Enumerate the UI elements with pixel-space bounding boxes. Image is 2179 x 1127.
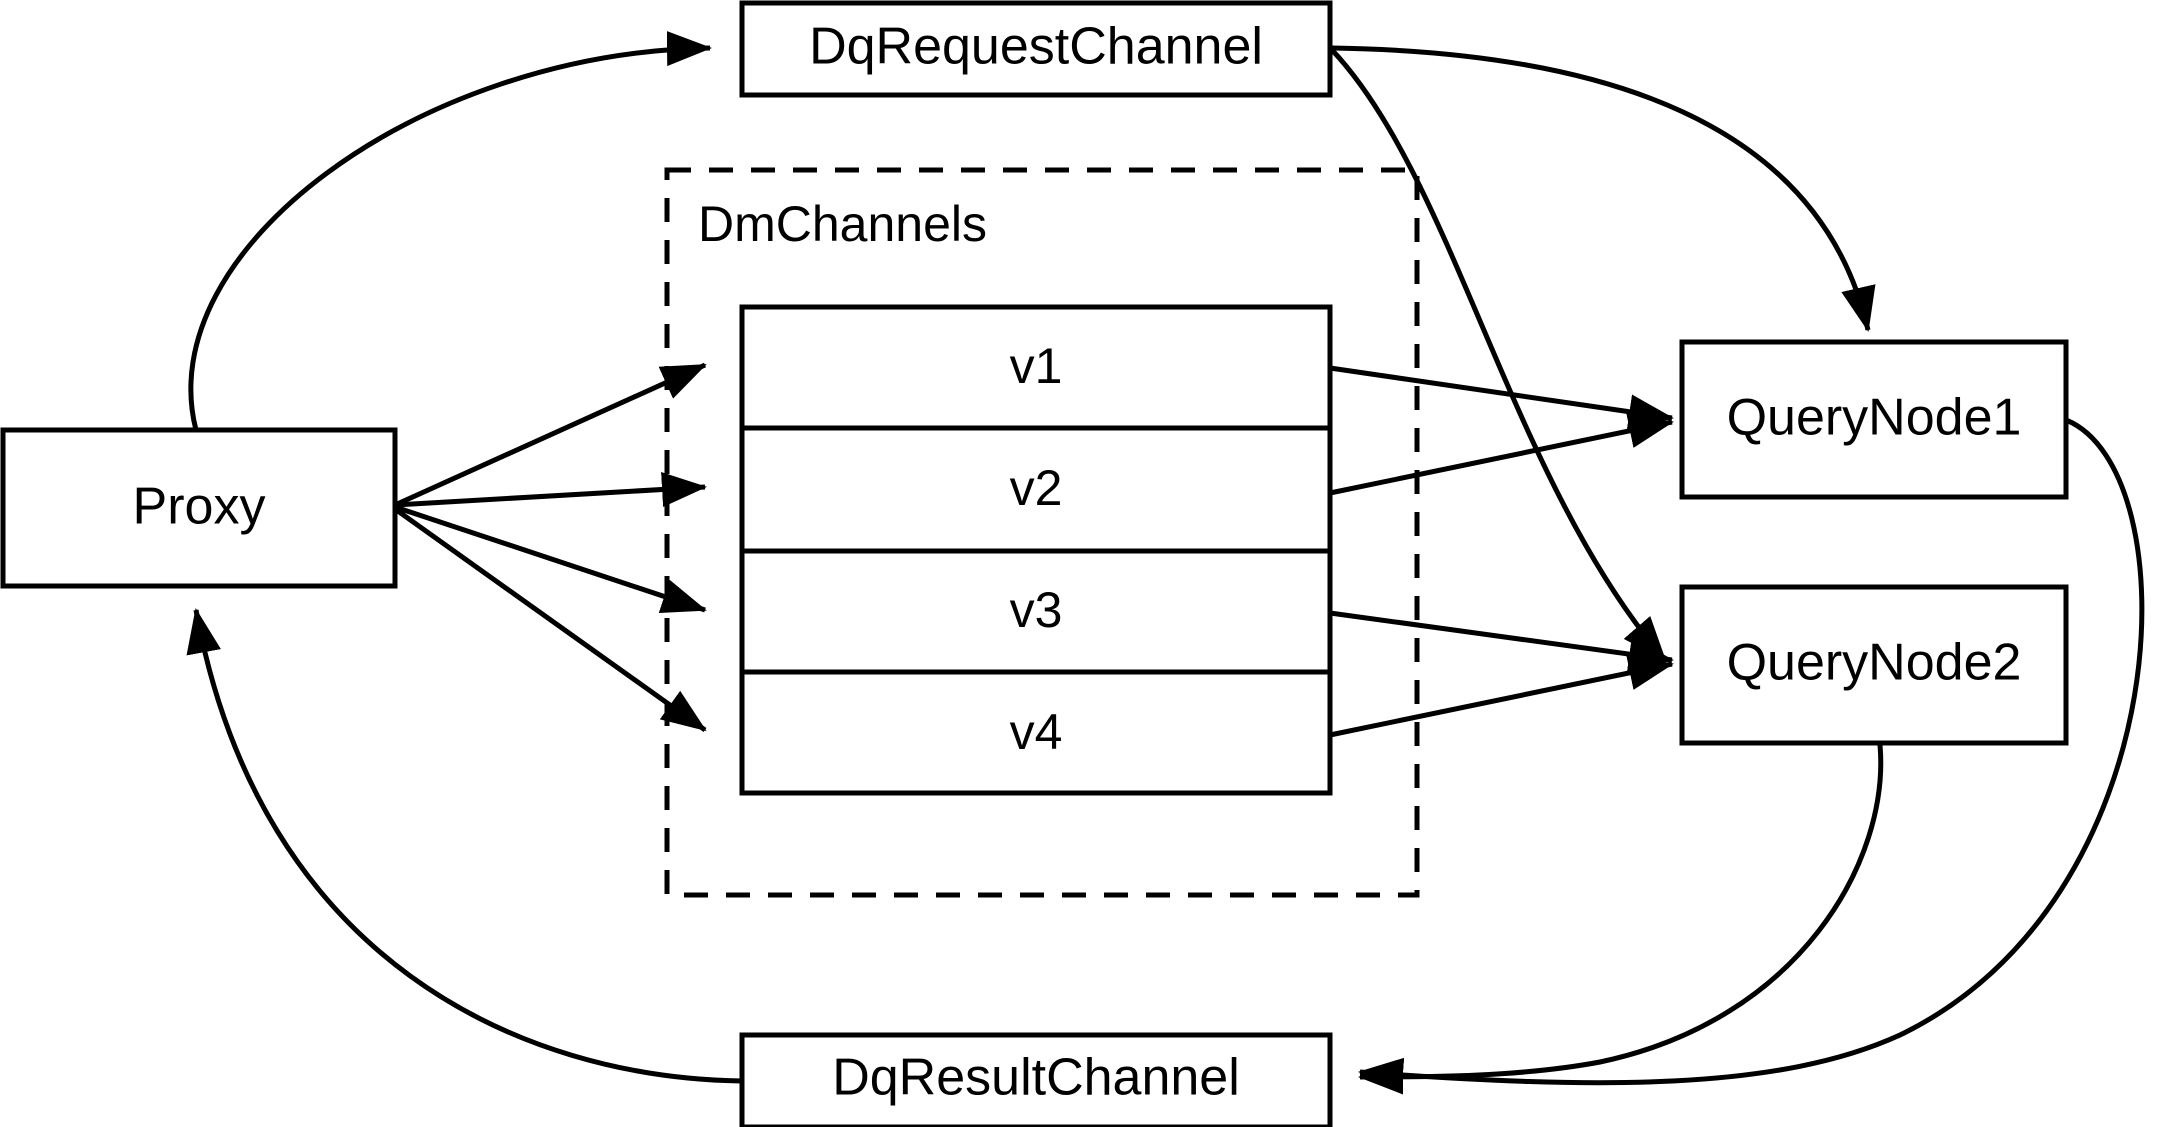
edge-proxy-to-v1 — [393, 362, 707, 508]
querynode1-box[interactable] — [1679, 339, 2069, 500]
dmchannels-group: DmChannels — [664, 167, 1420, 898]
querynode2-box[interactable] — [1679, 584, 2069, 746]
dmchannels-group-border — [664, 167, 1420, 898]
edge-v3-to-querynode2 — [1329, 610, 1674, 672]
dqrequestchannel-label: DqRequestChannel — [809, 18, 1263, 76]
node-querynode2[interactable]: QueryNode2 — [1679, 584, 2069, 746]
node-dqrequestchannel[interactable]: DqRequestChannel — [739, 0, 1333, 98]
dmchannel-row-v4[interactable]: v4 — [1010, 704, 1063, 760]
dmchannel-row-v1[interactable]: v1 — [1010, 338, 1063, 394]
edge-v4-to-querynode2 — [1329, 655, 1674, 738]
edge-v2-to-querynode1 — [1329, 413, 1674, 496]
edge-proxy-to-v3 — [394, 504, 707, 614]
dmchannel-row-v2[interactable]: v2 — [1010, 460, 1063, 516]
node-querynode1[interactable]: QueryNode1 — [1679, 339, 2069, 500]
dqresultchannel-label: DqResultChannel — [832, 1049, 1240, 1107]
node-proxy[interactable]: Proxy — [0, 427, 398, 589]
edge-querynode2-to-dqresultchannel — [1358, 744, 1884, 1095]
edge-dqrequestchannel-to-querynode1 — [1331, 45, 1876, 332]
edge-proxy-to-v4 — [393, 506, 707, 733]
edge-proxy-to-v2 — [394, 472, 707, 508]
dqresultchannel-box[interactable] — [739, 1032, 1333, 1127]
dmchannels-table: v1 v2 v3 v4 — [739, 304, 1333, 796]
dmchannel-row-v3[interactable]: v3 — [1010, 582, 1063, 638]
edge-v1-to-querynode1 — [1329, 365, 1674, 430]
edge-querynode1-to-dqresultchannel — [1358, 417, 2145, 1093]
edge-proxy-to-dqrequestchannel — [188, 31, 712, 431]
proxy-label: Proxy — [133, 478, 266, 536]
querynode1-label: QueryNode1 — [1727, 389, 2022, 447]
edge-dqrequestchannel-to-querynode2 — [1330, 48, 1667, 662]
proxy-box[interactable] — [0, 427, 398, 589]
edge-dqresultchannel-to-proxy — [186, 608, 743, 1084]
dqrequestchannel-box[interactable] — [739, 0, 1333, 98]
dmchannels-group-label: DmChannels — [698, 196, 987, 252]
node-dqresultchannel[interactable]: DqResultChannel — [739, 1032, 1333, 1127]
querynode2-label: QueryNode2 — [1727, 634, 2022, 692]
